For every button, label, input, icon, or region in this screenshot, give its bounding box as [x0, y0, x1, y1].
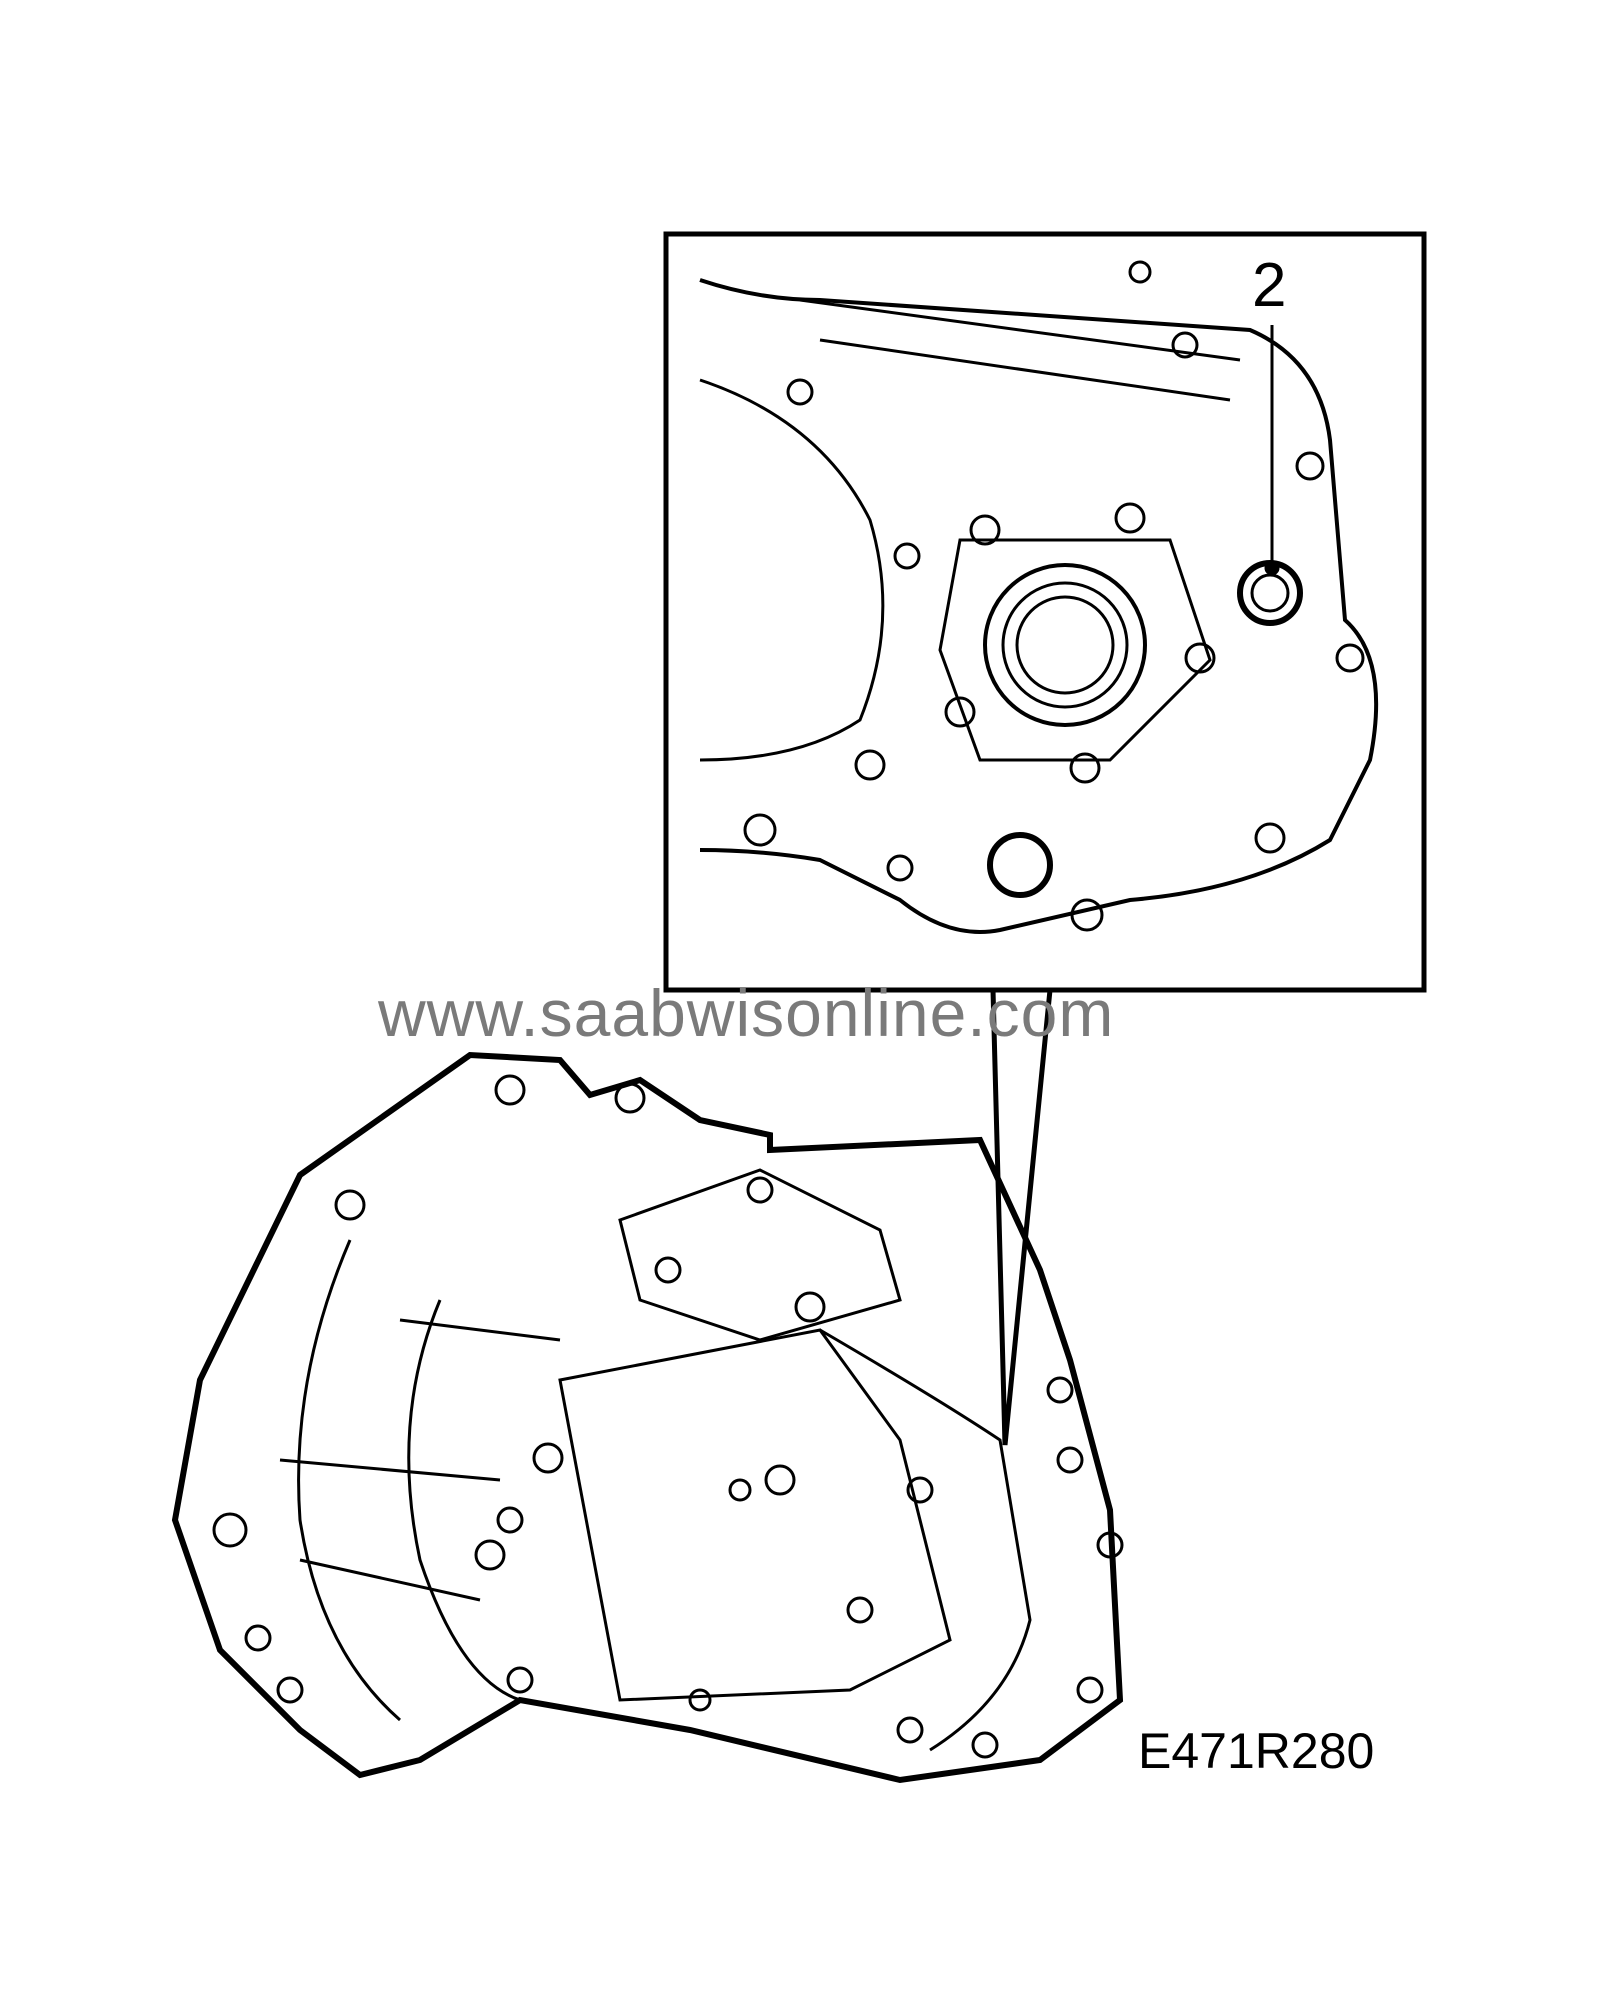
- transmission-bolts: [212, 1074, 1124, 1759]
- watermark-text: www.saabwisonline.com: [378, 976, 1115, 1050]
- callout-number: 2: [1252, 251, 1287, 320]
- detail-inset-frame: [663, 231, 1427, 993]
- bolt-heads: [743, 260, 1365, 932]
- inset-housing-detail: [699, 260, 1379, 934]
- transmission-body: [171, 1051, 1124, 1784]
- figure-code: E471R280: [1138, 1723, 1375, 1779]
- inset-pointer: [990, 989, 1053, 1446]
